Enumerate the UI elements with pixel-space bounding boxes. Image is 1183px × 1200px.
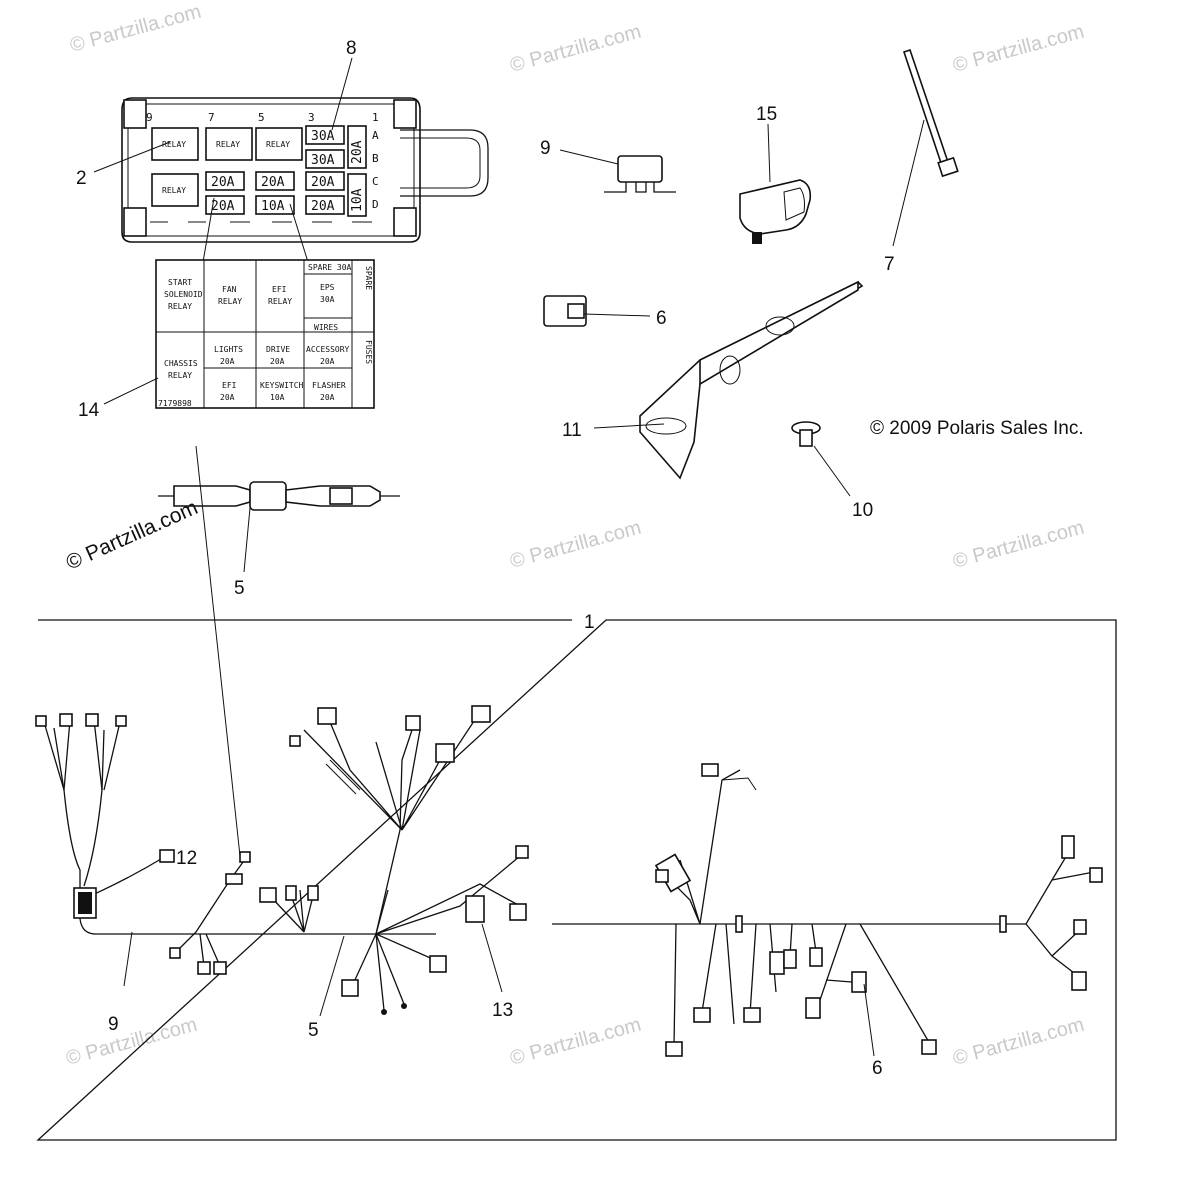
callout-6-bottom: 6 — [872, 1058, 883, 1079]
callout-15: 15 — [756, 104, 777, 125]
callout-9-top: 9 — [540, 138, 551, 159]
relay-1-label: RELAY — [162, 140, 186, 149]
connector-6-top — [543, 295, 651, 327]
callout-12: 12 — [176, 848, 197, 869]
fuse-row-b: B — [372, 152, 379, 165]
relay-4-label: RELAY — [162, 186, 186, 195]
card-keyswitch-1: KEYSWITCH — [260, 381, 304, 390]
watermark-mid-center: © Partzilla.com — [508, 517, 644, 573]
watermark-top-left: © Partzilla.com — [68, 1, 204, 57]
card-fan-1: FAN — [222, 285, 237, 294]
fuse-slot-7: 7 — [208, 111, 215, 124]
watermark-bottom-right: © Partzilla.com — [951, 1014, 1087, 1070]
fuse-box-leaders — [93, 57, 353, 276]
fuse-c1: 20A — [311, 175, 335, 190]
card-part-no: 7179898 — [158, 399, 192, 408]
fuse-row-d: D — [372, 198, 379, 211]
fuse-box: 9 7 5 3 1 RELAY RELAY RELAY RELAY 30A 30… — [121, 97, 489, 243]
card-chassis-2: RELAY — [168, 371, 192, 380]
card-side-bottom: FUSES — [364, 340, 373, 364]
push-rivet — [791, 421, 851, 497]
fuse-d5: 20A — [211, 199, 235, 214]
harness-right — [552, 763, 1103, 1057]
watermark-mid-right: © Partzilla.com — [951, 517, 1087, 573]
card-lights-2: 20A — [220, 357, 235, 366]
connector-15 — [739, 123, 812, 244]
card-fan-2: RELAY — [218, 297, 242, 306]
card-efi20-1: EFI — [222, 381, 237, 390]
card-efi20-2: 20A — [220, 393, 235, 402]
cable-tie — [892, 48, 959, 247]
fuse-c3: 20A — [261, 175, 285, 190]
watermark-top-right: © Partzilla.com — [951, 21, 1087, 77]
card-start-2: SOLENOID — [164, 290, 203, 299]
card-wires: WIRES — [314, 323, 338, 332]
watermark-top-center: © Partzilla.com — [508, 21, 644, 77]
fuse-slot-1: 1 — [372, 111, 379, 124]
callout-8: 8 — [346, 38, 357, 59]
callout-5-top: 5 — [234, 578, 245, 599]
callout-9-bottom: 9 — [108, 1014, 119, 1035]
card-eps-1: EPS — [320, 283, 335, 292]
fuse-label-card: START SOLENOID RELAY FAN RELAY EFI RELAY… — [103, 259, 375, 409]
relay-3-label: RELAY — [266, 140, 290, 149]
card-keyswitch-2: 10A — [270, 393, 285, 402]
callout-5-bottom: 5 — [308, 1020, 319, 1041]
inline-fuse-holder — [158, 481, 400, 573]
callout-10: 10 — [852, 500, 873, 521]
callout-6-top: 6 — [656, 308, 667, 329]
card-eps-2: 30A — [320, 295, 335, 304]
fuse-slot-5: 5 — [258, 111, 265, 124]
spare-fuse-10a: 10A — [350, 188, 365, 212]
card-flasher-1: FLASHER — [312, 381, 346, 390]
callout-14: 14 — [78, 400, 100, 421]
callout-2: 2 — [76, 168, 87, 189]
card-flasher-2: 20A — [320, 393, 335, 402]
harness-frame — [36, 619, 1117, 1141]
fuse-b1: 30A — [311, 153, 335, 168]
card-accessory-2: 20A — [320, 357, 335, 366]
fuse-a1: 30A — [311, 129, 335, 144]
bracket-11 — [593, 280, 864, 480]
watermark-bottom-left: © Partzilla.com — [64, 1014, 200, 1070]
spare-fuse-20a: 20A — [350, 140, 365, 164]
fuse-d3: 10A — [261, 199, 285, 214]
relay-part — [559, 149, 676, 193]
relay-2-label: RELAY — [216, 140, 240, 149]
partzilla-credit: © Partzilla.com — [63, 496, 202, 575]
card-chassis-1: CHASSIS — [164, 359, 198, 368]
callout-7: 7 — [884, 254, 895, 275]
card-start-3: RELAY — [168, 302, 192, 311]
fuse-d1: 20A — [311, 199, 335, 214]
callout-1: 1 — [584, 612, 595, 633]
fuse-slot-9: 9 — [146, 111, 153, 124]
watermark-bottom-center: © Partzilla.com — [508, 1014, 644, 1070]
fuse-c5: 20A — [211, 175, 235, 190]
card-spare: SPARE 30A — [308, 263, 352, 272]
card-drive-2: 20A — [270, 357, 285, 366]
copyright-text: © 2009 Polaris Sales Inc. — [870, 418, 1084, 439]
card-efi-1: EFI — [272, 285, 287, 294]
card-drive-1: DRIVE — [266, 345, 290, 354]
card-lights-1: LIGHTS — [214, 345, 243, 354]
card-side-top: SPARE — [364, 266, 373, 290]
harness-left — [35, 445, 529, 1017]
fuse-slot-3: 3 — [308, 111, 315, 124]
card-start-1: START — [168, 278, 192, 287]
card-accessory-1: ACCESSORY — [306, 345, 350, 354]
fuse-row-c: C — [372, 175, 379, 188]
callout-13: 13 — [492, 1000, 513, 1021]
fuse-row-a: A — [372, 129, 379, 142]
callout-11: 11 — [562, 420, 582, 441]
card-efi-2: RELAY — [268, 297, 292, 306]
